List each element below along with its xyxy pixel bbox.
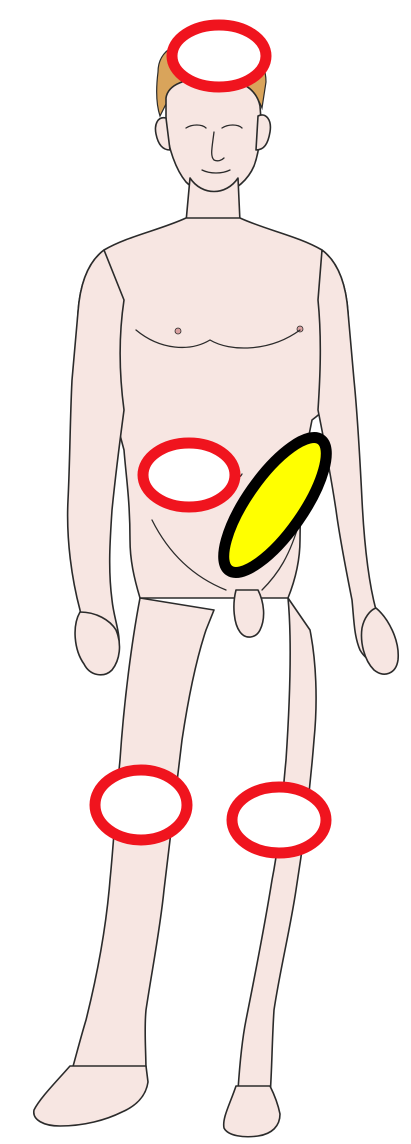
right-foot: [34, 1066, 148, 1126]
left-foot: [224, 1086, 280, 1137]
right-arm: [68, 250, 124, 663]
right-nipple: [175, 328, 181, 334]
right-knee-marker-ring: [95, 770, 187, 840]
left-ear: [256, 115, 270, 150]
head-marker-ring: [172, 25, 266, 87]
left-knee-marker-ring: [232, 787, 326, 853]
right-abdomen-marker-ring: [143, 443, 235, 507]
genital-area: [234, 590, 264, 637]
left-hand: [362, 608, 399, 674]
body-outline: [34, 40, 398, 1137]
